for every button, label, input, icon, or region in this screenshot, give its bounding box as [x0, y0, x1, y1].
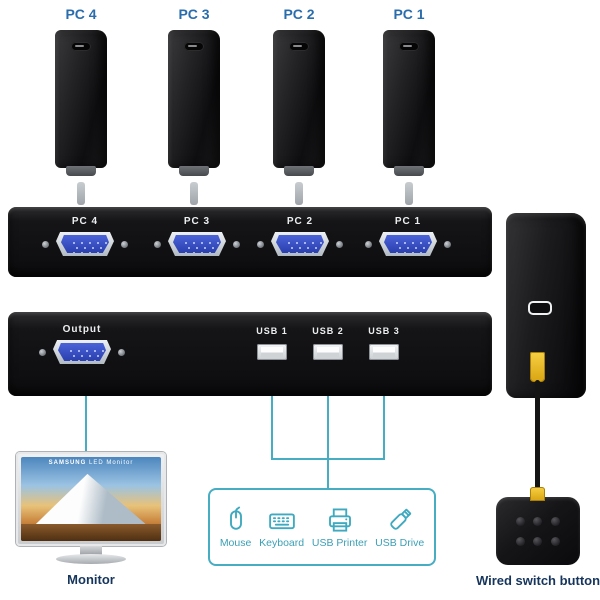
vga-port-icon — [379, 232, 437, 256]
power-button-icon — [71, 42, 91, 51]
button-dots — [512, 511, 564, 551]
peripherals-box: Mouse Keyboard USB Printer — [208, 488, 436, 566]
usb-2-port-group: USB 2 — [298, 326, 358, 360]
back-port-pc2: PC 2 — [256, 216, 344, 256]
remote-button-port — [528, 301, 552, 315]
pc-1-label: PC 1 — [393, 6, 425, 22]
vga-port-icon — [168, 232, 226, 256]
pc-4-tower — [55, 30, 107, 176]
peripheral-usb-printer: USB Printer — [312, 505, 367, 549]
pc-1-tower — [383, 30, 435, 176]
usb-3-port-group: USB 3 — [354, 326, 414, 360]
vga-screw — [444, 240, 451, 248]
peripheral-keyboard: Keyboard — [259, 505, 304, 549]
kvm-front-panel: Output USB 1 USB 2 USB 3 — [8, 312, 492, 396]
back-port-pc1: PC 1 — [364, 216, 452, 256]
usb2-line — [327, 396, 329, 460]
usb-drive-icon — [389, 508, 411, 530]
vga-screw — [39, 348, 46, 356]
pc-3-cable-stub — [190, 182, 198, 205]
pc-4-label: PC 4 — [65, 6, 97, 22]
peripheral-usb-drive-label: USB Drive — [375, 537, 425, 549]
back-port-pc4-label: PC 4 — [71, 216, 99, 227]
monitor-screen-text: SAMSUNG LED Monitor — [21, 460, 161, 466]
vga-screw — [233, 240, 240, 248]
wired-switch-button — [496, 497, 580, 565]
usb-1-label: USB 1 — [256, 326, 288, 336]
tower-stand — [284, 166, 314, 176]
power-button-icon — [184, 42, 204, 51]
pc-1-cable-stub — [405, 182, 413, 205]
usb-port-icon — [313, 344, 343, 360]
peripheral-mouse: Mouse — [219, 505, 252, 549]
usb3-line — [383, 396, 385, 460]
power-button-icon — [289, 42, 309, 51]
vga-screw — [365, 240, 372, 248]
usb-port-icon — [369, 344, 399, 360]
tower-stand — [179, 166, 209, 176]
usb-port-icon — [257, 344, 287, 360]
back-port-pc4: PC 4 — [41, 216, 129, 256]
wired-switch-caption: Wired switch button — [475, 573, 600, 588]
vga-port-icon — [56, 232, 114, 256]
pc-2-tower — [273, 30, 325, 176]
peripheral-keyboard-label: Keyboard — [259, 537, 305, 549]
back-port-pc3: PC 3 — [153, 216, 241, 256]
pc-2-cable-stub — [295, 182, 303, 205]
back-port-pc2-label: PC 2 — [286, 216, 314, 227]
monitor: SAMSUNG LED Monitor — [16, 452, 166, 546]
peripheral-mouse-label: Mouse — [219, 537, 252, 549]
vga-screw — [121, 240, 128, 248]
power-button-icon — [399, 42, 419, 51]
foreground-ridge — [21, 524, 161, 541]
output-to-monitor-line — [85, 396, 87, 452]
kvm-side-view — [506, 213, 586, 398]
mouse-icon — [229, 506, 242, 530]
vga-screw — [154, 240, 161, 248]
usb1-line — [271, 396, 273, 460]
peripheral-usb-printer-label: USB Printer — [311, 537, 368, 549]
peripheral-usb-drive: USB Drive — [375, 505, 424, 549]
pc-4-cable-stub — [77, 182, 85, 205]
printer-icon — [328, 508, 351, 532]
switch-button-cable — [535, 380, 540, 498]
back-port-pc1-label: PC 1 — [394, 216, 422, 227]
usb-2-label: USB 2 — [312, 326, 344, 336]
usb-3-label: USB 3 — [368, 326, 400, 336]
vga-screw — [118, 348, 125, 356]
pc-3-tower — [168, 30, 220, 176]
output-port-group: Output — [38, 324, 126, 364]
monitor-caption: Monitor — [67, 572, 115, 587]
kvm-back-panel: PC 4 PC 3 PC 2 PC 1 — [8, 207, 492, 277]
vga-port-icon — [271, 232, 329, 256]
monitor-neck — [80, 546, 102, 555]
monitor-brand: SAMSUNG — [48, 460, 87, 466]
output-vga-port-icon — [53, 340, 111, 364]
yellow-plug — [530, 487, 545, 501]
pc-3-label: PC 3 — [178, 6, 210, 22]
monitor-badge: LED Monitor — [88, 460, 134, 466]
vga-screw — [42, 240, 49, 248]
monitor-base — [56, 554, 126, 564]
keyboard-icon — [268, 513, 295, 530]
mountain-image — [32, 473, 150, 528]
output-label: Output — [62, 324, 102, 335]
monitor-screen: SAMSUNG LED Monitor — [21, 457, 161, 541]
tower-stand — [66, 166, 96, 176]
bracket-to-box-line — [327, 458, 329, 488]
tower-stand — [394, 166, 424, 176]
yellow-plug — [530, 352, 545, 382]
vga-screw — [336, 240, 343, 248]
pc-2-label: PC 2 — [283, 6, 315, 22]
usb-1-port-group: USB 1 — [242, 326, 302, 360]
back-port-pc3-label: PC 3 — [183, 216, 211, 227]
vga-screw — [257, 240, 264, 248]
